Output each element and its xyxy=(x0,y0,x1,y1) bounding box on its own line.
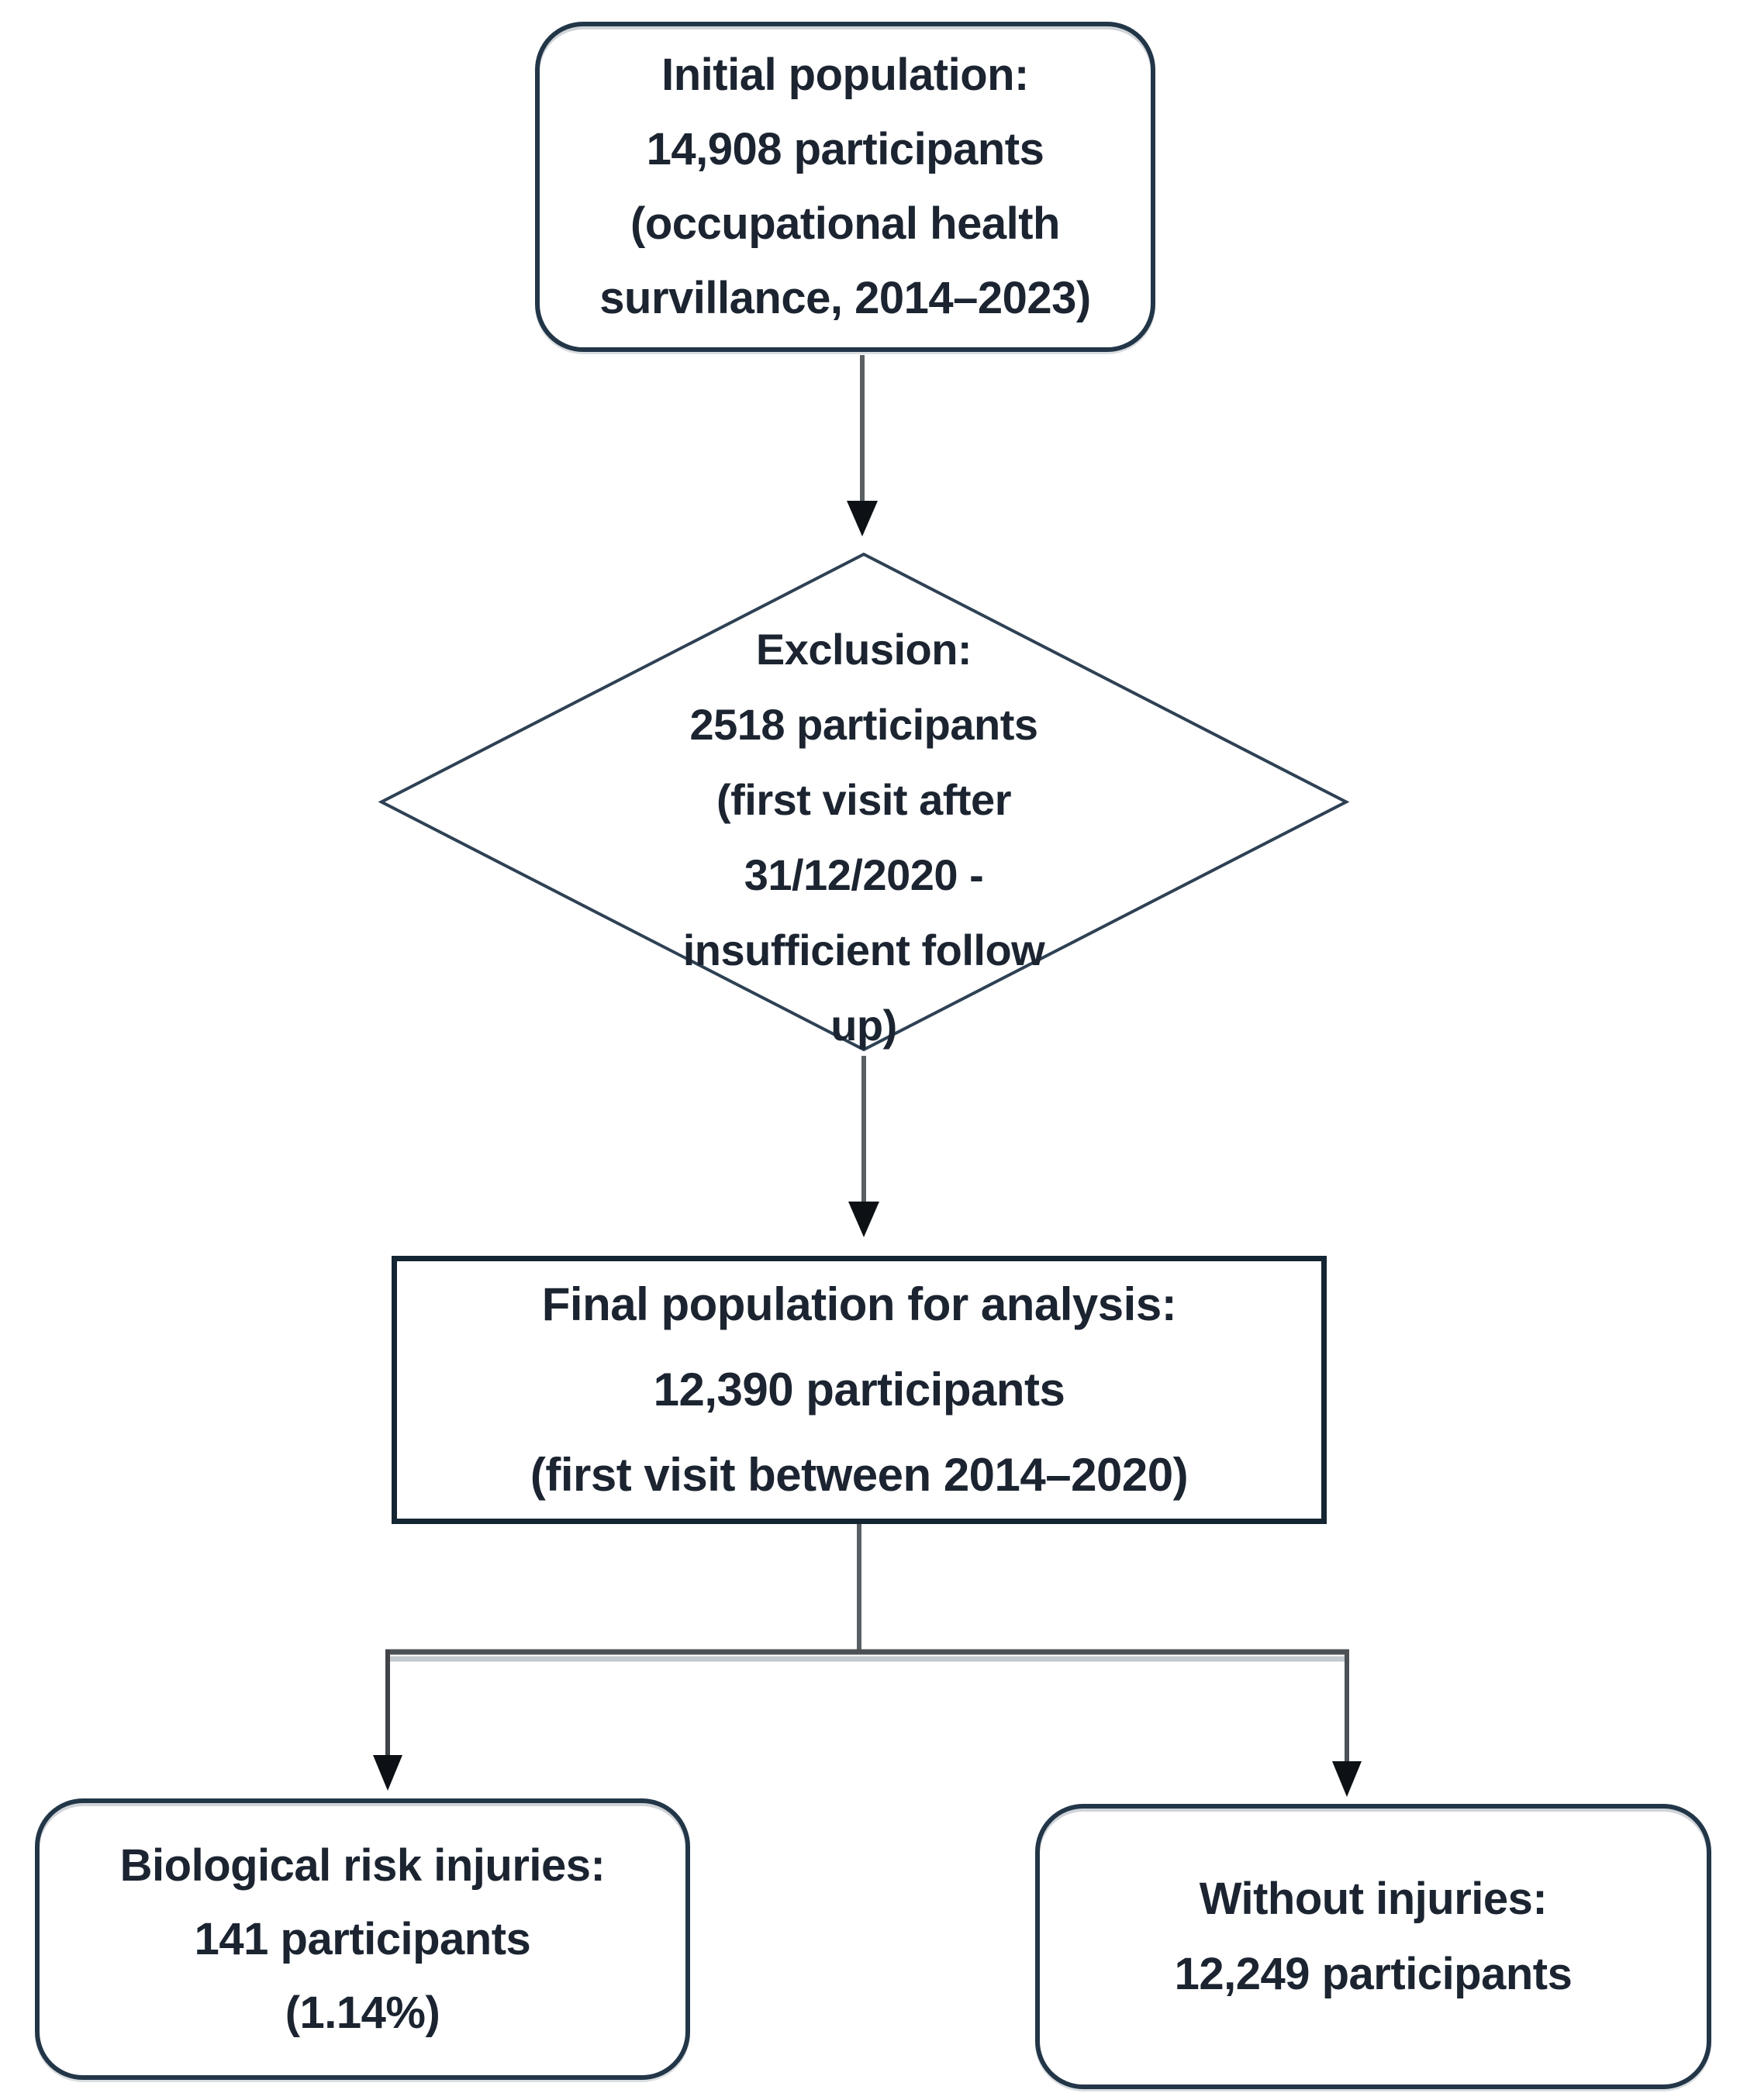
node-text-line: Without injuries: xyxy=(1199,1874,1548,1924)
node-biological-risk-injuries: Biological risk injuries: 141 participan… xyxy=(35,1798,690,2080)
node-text-line: 141 participants xyxy=(194,1914,531,1964)
node-text-line: 12,249 participants xyxy=(1174,1949,1573,1999)
node-text-line: insufficient follow xyxy=(682,925,1045,974)
node-initial-population: Initial population: 14,908 participants … xyxy=(535,22,1155,352)
node-exclusion: Exclusion: 2518 participants (first visi… xyxy=(378,552,1349,1052)
node-text-line: Final population for analysis: xyxy=(541,1278,1177,1330)
branch-stem xyxy=(385,1524,1349,1662)
diamond-text: Exclusion: 2518 participants (first visi… xyxy=(378,612,1349,1063)
node-text-line: Biological risk injuries: xyxy=(119,1840,606,1891)
node-text-line: 12,390 participants xyxy=(653,1364,1065,1416)
arrow-final-to-without xyxy=(1332,1650,1362,1797)
node-text-line: 31/12/2020 - xyxy=(744,850,984,899)
node-text-line: 2518 participants xyxy=(689,699,1038,749)
node-text-line: Exclusion: xyxy=(755,624,972,674)
arrow-initial-to-exclusion xyxy=(847,355,878,536)
diamond-shape xyxy=(378,552,1349,1052)
node-final-population: Final population for analysis: 12,390 pa… xyxy=(392,1256,1327,1524)
arrow-final-to-biological xyxy=(373,1650,402,1791)
arrow-exclusion-to-final xyxy=(848,1056,879,1237)
node-text-line: Initial population: xyxy=(661,50,1029,100)
node-text-line: (first visit between 2014–2020) xyxy=(530,1449,1189,1501)
node-text-line: up) xyxy=(830,1000,897,1050)
node-text-line: 14,908 participants xyxy=(646,124,1044,174)
node-text-line: (first visit after xyxy=(716,774,1012,824)
node-text-line: (occupational health xyxy=(630,198,1060,249)
node-without-injuries: Without injuries: 12,249 participants xyxy=(1035,1804,1711,2089)
node-text-line: survillance, 2014–2023) xyxy=(599,273,1091,323)
node-text-line: (1.14%) xyxy=(285,1988,440,2038)
